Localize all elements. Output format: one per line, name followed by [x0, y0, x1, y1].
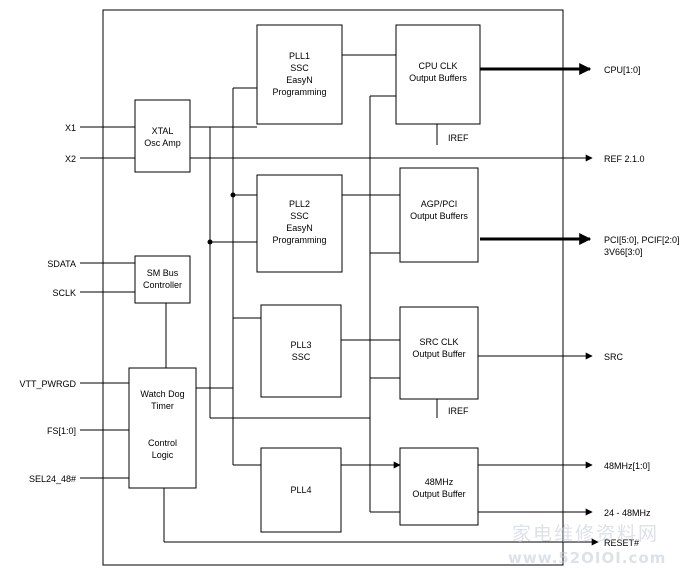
- src-buf-label-1: SRC CLK: [419, 337, 458, 347]
- output-ref: REF 2.1.0: [604, 154, 645, 164]
- block-pll4: PLL4: [260, 447, 342, 533]
- agp-buf-label-1: AGP/PCI: [421, 199, 458, 209]
- output-48mhz: 48MHz[1:0]: [604, 461, 650, 471]
- block-48mhz-buffer: 48MHz Output Buffer: [399, 447, 479, 526]
- output-3v66: 3V66[3:0]: [604, 247, 643, 257]
- block-smbus: SM Bus Controller: [134, 255, 191, 304]
- agp-buf-label-2: Output Buffers: [410, 211, 468, 221]
- block-agp-buffers: AGP/PCI Output Buffers: [399, 167, 479, 263]
- watchdog-label-2: Timer: [151, 401, 174, 411]
- block-xtal: XTAL Osc Amp: [134, 99, 191, 173]
- junction-dot: [230, 192, 236, 198]
- watermark: 家电维修资料网 www.52OIOI.com: [508, 523, 666, 567]
- output-24-48mhz: 24 - 48MHz: [604, 508, 651, 518]
- xtal-label-2: Osc Amp: [144, 138, 181, 148]
- pll2-label-4: Programming: [272, 235, 326, 245]
- input-x2: X2: [65, 154, 76, 164]
- smbus-label-2: Controller: [143, 280, 182, 290]
- output-labels: CPU[1:0] REF 2.1.0 PCI[5:0], PCIF[2:0] 3…: [604, 65, 680, 548]
- block-src-buffer: SRC CLK Output Buffer: [399, 306, 479, 400]
- pll2-label-1: PLL2: [289, 199, 310, 209]
- block-pll3: PLL3 SSC: [260, 304, 342, 398]
- block-pll1: PLL1 SSC EasyN Programming: [256, 24, 343, 125]
- pll1-label-3: EasyN: [286, 75, 313, 85]
- wires: [80, 54, 599, 546]
- block-cpu-buffers: CPU CLK Output Buffers: [395, 24, 481, 125]
- src-buf-label-2: Output Buffer: [412, 349, 465, 359]
- pll3-label-2: SSC: [292, 352, 311, 362]
- pll3-label-1: PLL3: [290, 340, 311, 350]
- input-vtt-pwrgd: VTT_PWRGD: [19, 379, 76, 389]
- pll2-label-2: SSC: [290, 211, 309, 221]
- cpu-buf-label-1: CPU CLK: [418, 61, 457, 71]
- input-fs: FS[1:0]: [47, 426, 76, 436]
- cpu-buf-label-2: Output Buffers: [409, 73, 467, 83]
- input-sel24-48: SEL24_48#: [29, 474, 76, 484]
- pll1-label-4: Programming: [272, 87, 326, 97]
- xtal-label-1: XTAL: [152, 126, 174, 136]
- smbus-label-1: SM Bus: [147, 268, 179, 278]
- watchdog-label-1: Watch Dog: [140, 389, 184, 399]
- junction-dot: [207, 239, 213, 245]
- output-pci: PCI[5:0], PCIF[2:0]: [604, 235, 680, 245]
- chip-outline: [102, 9, 564, 566]
- pll4-label: PLL4: [290, 485, 311, 495]
- control-label-1: Control: [148, 438, 177, 448]
- iref-label-cpu: IREF: [448, 133, 469, 143]
- input-labels: X1 X2 SDATA SCLK VTT_PWRGD FS[1:0] SEL24…: [19, 123, 76, 484]
- input-sclk: SCLK: [52, 288, 76, 298]
- mhz48-buf-label-1: 48MHz: [425, 477, 454, 487]
- iref-label-src: IREF: [448, 406, 469, 416]
- output-reset: RESET#: [604, 538, 639, 548]
- watermark-url: www.52OIOI.com: [508, 549, 666, 567]
- block-watchdog-control: Watch Dog Timer Control Logic: [128, 367, 197, 489]
- pll1-label-2: SSC: [290, 63, 309, 73]
- control-label-2: Logic: [152, 450, 174, 460]
- watermark-cn: 家电维修资料网: [512, 523, 659, 545]
- input-sdata: SDATA: [47, 259, 76, 269]
- mhz48-buf-label-2: Output Buffer: [412, 489, 465, 499]
- pll2-label-3: EasyN: [286, 223, 313, 233]
- block-pll2: PLL2 SSC EasyN Programming: [256, 174, 343, 273]
- output-cpu: CPU[1:0]: [604, 65, 641, 75]
- input-x1: X1: [65, 123, 76, 133]
- pll1-label-1: PLL1: [289, 51, 310, 61]
- output-src: SRC: [604, 352, 624, 362]
